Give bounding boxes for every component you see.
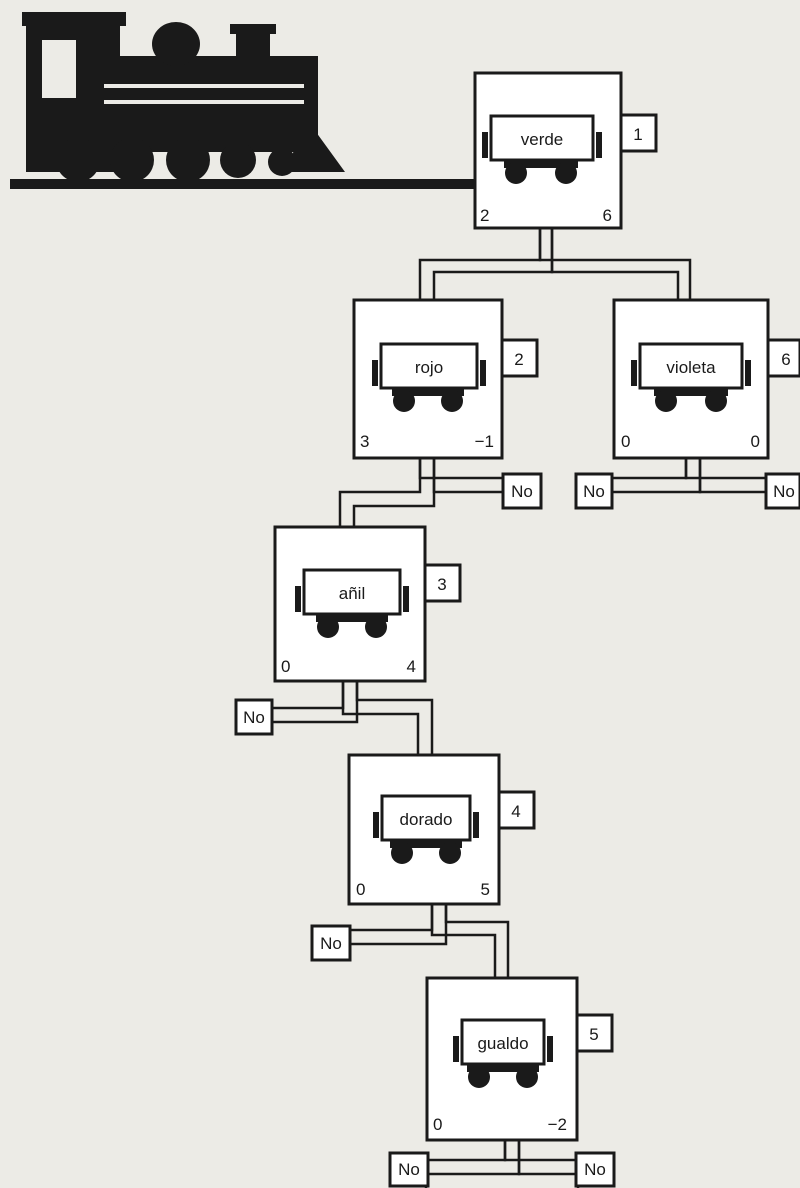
right-branch-value: −2 (548, 1115, 567, 1134)
node-number-tag: 3 (437, 575, 446, 594)
svg-text:No: No (398, 1160, 420, 1179)
no-terminal: No (576, 474, 612, 508)
svg-text:No: No (511, 482, 533, 501)
node-number-tag: 6 (781, 350, 790, 369)
node-label: gualdo (477, 1034, 528, 1053)
no-terminal: No (576, 1153, 614, 1186)
no-terminal: No (766, 474, 800, 508)
node-label: rojo (415, 358, 443, 377)
node-gualdo: gualdo 0 −2 5 (427, 978, 612, 1140)
no-terminal: No (312, 926, 350, 960)
node-number-tag: 1 (633, 125, 642, 144)
node-number-tag: 2 (514, 350, 523, 369)
node-label: añil (339, 584, 365, 603)
node-dorado: dorado 0 5 4 (349, 755, 534, 904)
right-branch-value: 4 (407, 657, 416, 676)
no-terminal: No (503, 474, 541, 508)
left-branch-value: 0 (356, 880, 365, 899)
left-branch-value: 2 (480, 206, 489, 225)
node-label: violeta (666, 358, 716, 377)
node-number-tag: 5 (589, 1025, 598, 1044)
no-terminal: No (236, 700, 272, 734)
node-violeta: violeta 0 0 6 (614, 300, 800, 458)
svg-text:No: No (243, 708, 265, 727)
left-branch-value: 3 (360, 432, 369, 451)
no-terminal: No (390, 1153, 428, 1186)
svg-text:No: No (773, 482, 795, 501)
right-branch-value: 5 (481, 880, 490, 899)
right-branch-value: 6 (603, 206, 612, 225)
svg-text:No: No (584, 1160, 606, 1179)
node-rojo: rojo 3 −1 2 (354, 300, 537, 458)
node-anil: añil 0 4 3 (275, 527, 460, 681)
right-branch-value: 0 (751, 432, 760, 451)
node-label: verde (521, 130, 564, 149)
node-label: dorado (400, 810, 453, 829)
node-number-tag: 4 (511, 802, 520, 821)
right-branch-value: −1 (475, 432, 494, 451)
left-branch-value: 0 (433, 1115, 442, 1134)
node-verde: verde 2 6 1 (475, 73, 656, 228)
left-branch-value: 0 (281, 657, 290, 676)
svg-text:No: No (583, 482, 605, 501)
left-branch-value: 0 (621, 432, 630, 451)
svg-text:No: No (320, 934, 342, 953)
